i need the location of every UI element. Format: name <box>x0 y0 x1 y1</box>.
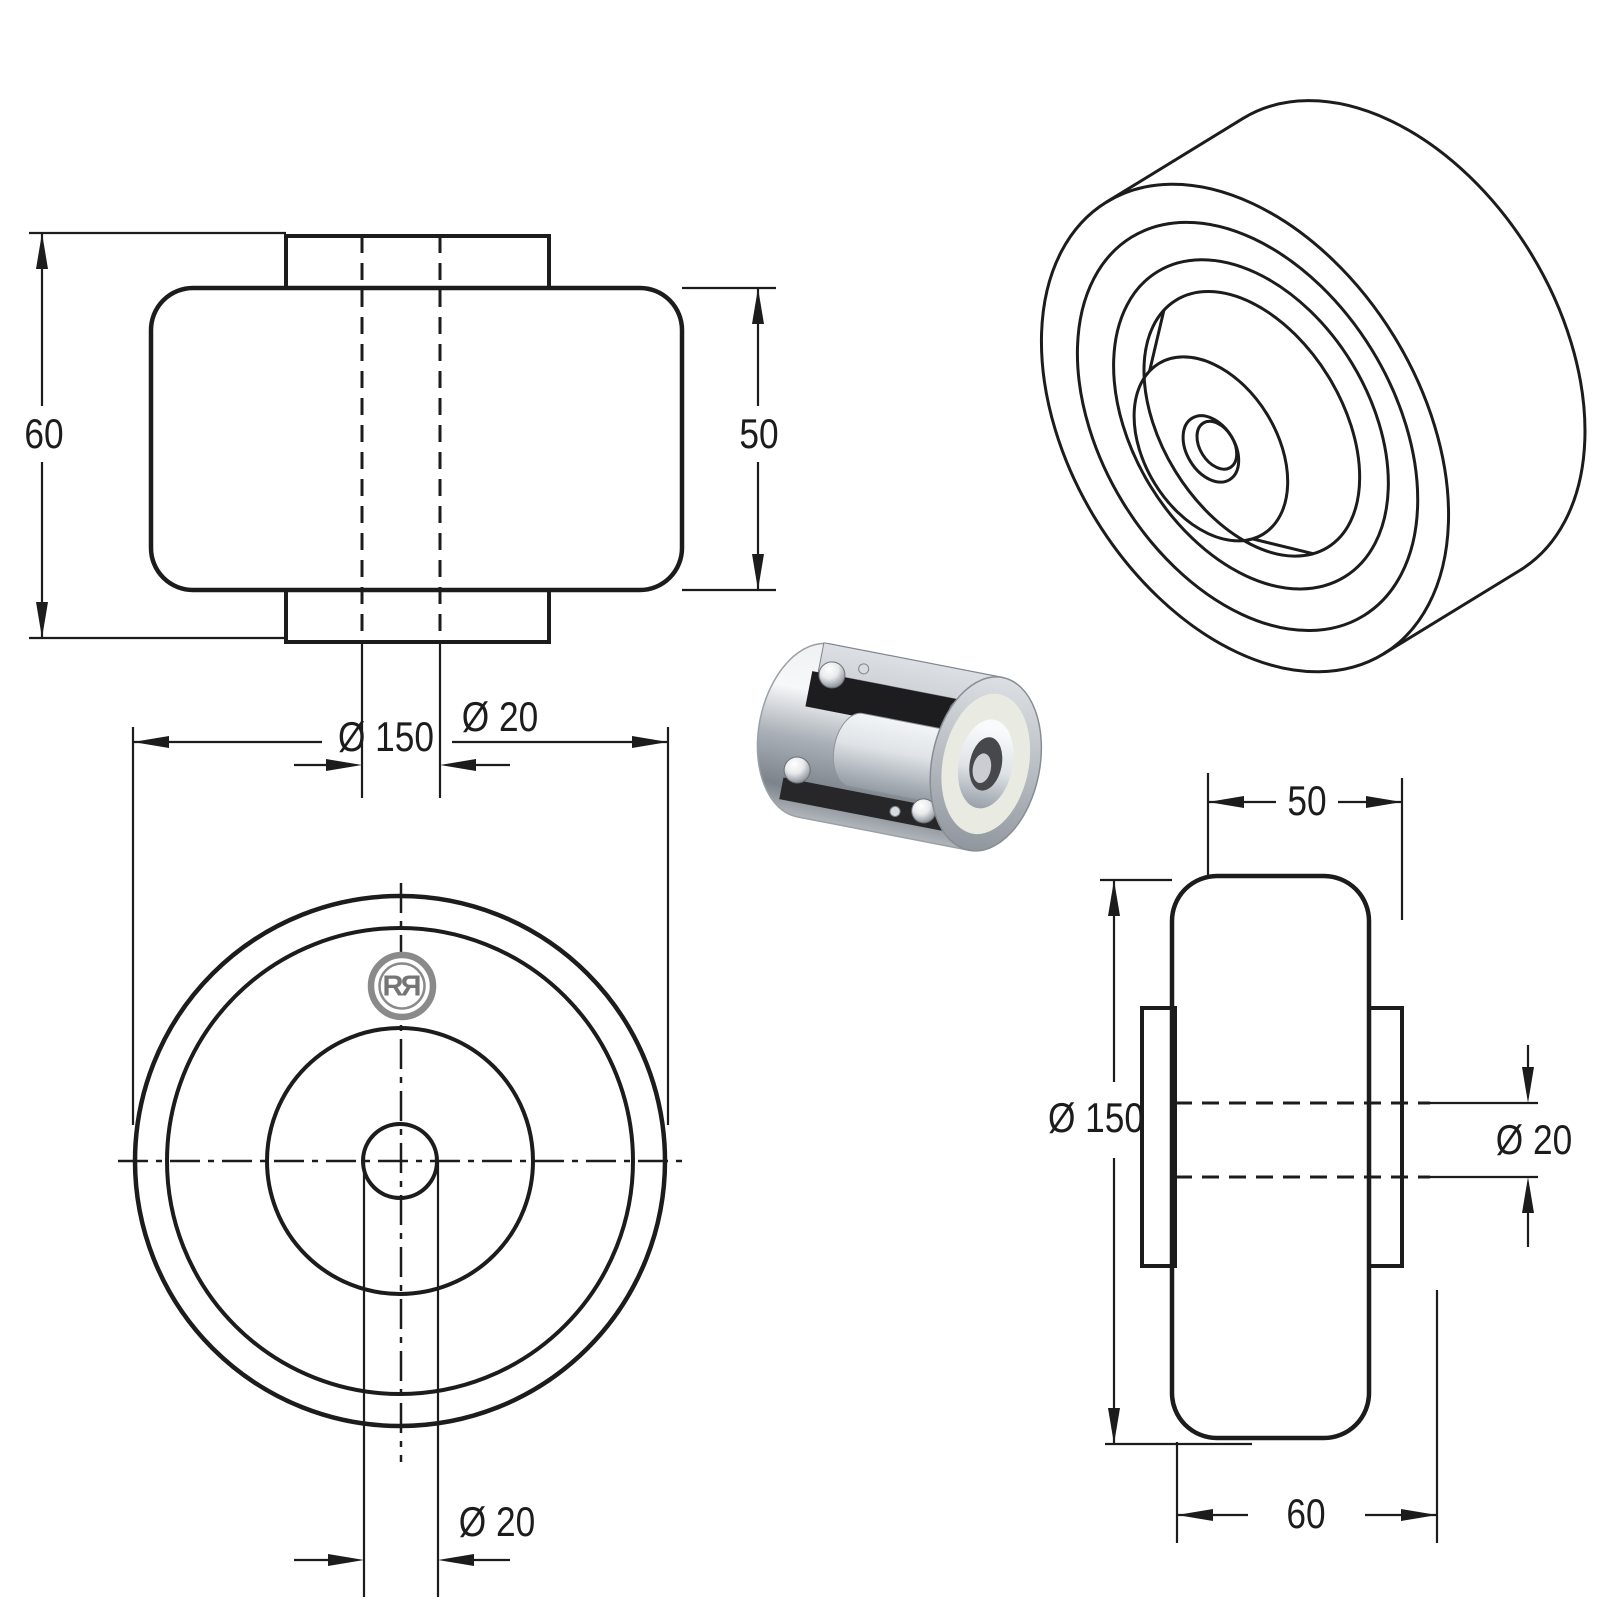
dimension-diameter-150 <box>131 727 670 1125</box>
rim-outer-ellipse <box>1039 182 1451 674</box>
dimension-tread-width-50 <box>1206 773 1404 920</box>
rim-lip-ellipse <box>1075 220 1420 633</box>
rim-inner-ellipse <box>1112 258 1390 591</box>
dimension-diameter-150 <box>1100 878 1252 1446</box>
front-view <box>118 727 684 1597</box>
outer-circle <box>132 893 668 1429</box>
dim-label-tread-width-right-view: 50 <box>1287 777 1327 824</box>
dimension-bore-20 <box>294 759 510 771</box>
isometric-view <box>1039 99 1587 674</box>
brand-logo-letter-r: R <box>382 970 404 1003</box>
tread-inner-circle <box>165 926 635 1396</box>
dimension-bore-20 <box>294 1554 510 1566</box>
hub-boss-ellipse <box>1132 355 1290 543</box>
wheel-tread-outline <box>148 285 685 593</box>
bore-inner-ellipse <box>1195 419 1239 471</box>
dim-label-bore-front-view: Ø 20 <box>458 1498 536 1545</box>
dim-label-bore-top-left: Ø 20 <box>461 693 539 740</box>
side-view-top-left <box>29 231 776 798</box>
bearing-screw <box>889 805 901 817</box>
dimension-overall-width-60 <box>29 231 286 640</box>
bearing-screw <box>858 663 870 675</box>
side-view-bottom-right <box>1100 773 1538 1543</box>
hub-cone-base-ellipse <box>1142 290 1362 558</box>
brand-badge-inner-ring <box>378 962 426 1010</box>
dimension-tread-width-50 <box>682 286 776 592</box>
hub-circle <box>265 1026 535 1296</box>
dim-label-diameter-front-view: Ø 150 <box>337 713 435 760</box>
hub-boss-top <box>284 234 551 290</box>
bearing-ball <box>818 661 846 689</box>
bearing-photo <box>756 642 1043 852</box>
hub-boss-bottom <box>284 588 551 644</box>
dimension-hub-width-60 <box>1175 1290 1439 1543</box>
brand-logo-letters: R R <box>382 970 422 1003</box>
bore-ellipse <box>1181 414 1241 484</box>
bearing-ball <box>783 756 811 784</box>
dim-label-hub-width-right-view: 60 <box>1286 1490 1326 1537</box>
dim-label-bore-right-view: Ø 20 <box>1495 1116 1573 1163</box>
wheel-tread-outline <box>1169 873 1372 1441</box>
dim-label-overall-width-top-left: 60 <box>24 410 64 457</box>
hub-boss-right <box>1367 1006 1404 1268</box>
hub-boss-left <box>1140 1006 1177 1268</box>
dimension-bore-20 <box>1522 1045 1534 1247</box>
wheel-cylinder-silhouette <box>1105 99 1587 656</box>
dim-label-diameter-right-view: Ø 150 <box>1047 1094 1145 1141</box>
brand-logo-letter-r-mirrored: R <box>400 970 422 1003</box>
dim-label-tread-width-top-left: 50 <box>739 410 779 457</box>
bearing-bore-highlight <box>972 753 992 784</box>
